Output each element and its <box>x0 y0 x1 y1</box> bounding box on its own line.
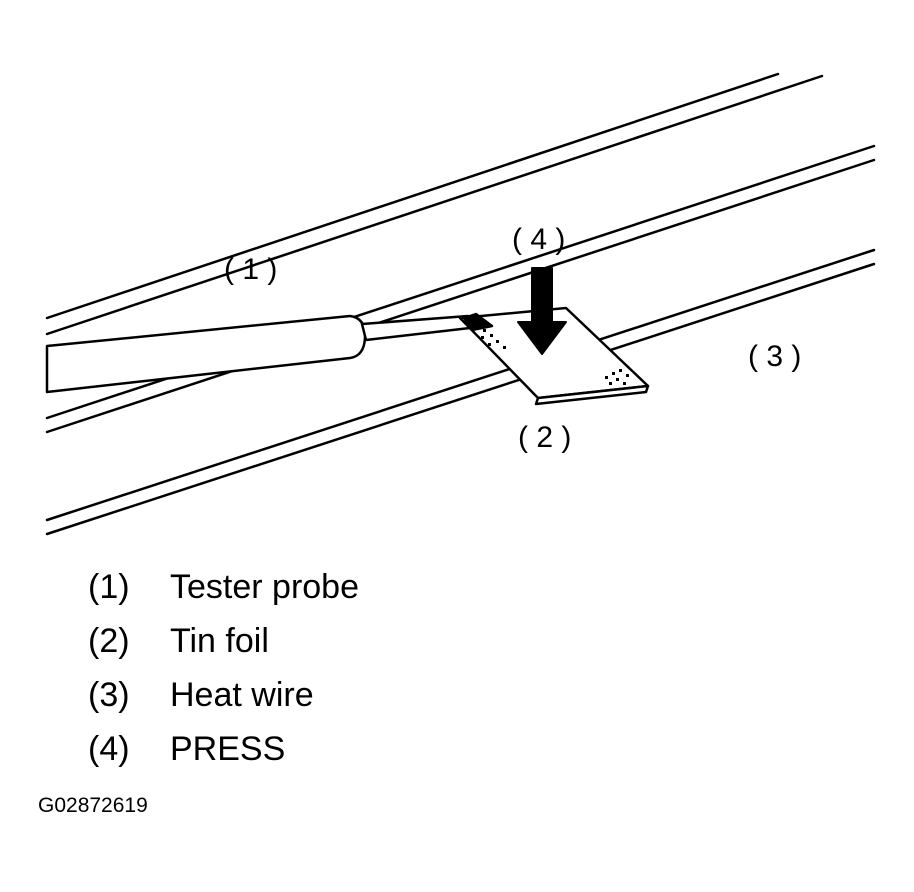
heat-wire-middle <box>45 144 876 434</box>
legend-label: Tester probe <box>170 568 359 606</box>
legend-number: (1) <box>88 568 130 606</box>
legend-number: (4) <box>88 730 130 768</box>
callout-heat-wire: ( 3 ) <box>748 340 801 373</box>
legend-label: Tin foil <box>170 622 269 660</box>
tester-probe <box>45 314 472 394</box>
callout-tin-foil: ( 2 ) <box>518 421 571 454</box>
tin-foil <box>458 306 650 406</box>
figure-id: G02872619 <box>38 794 148 817</box>
heat-wire-bottom <box>45 248 876 536</box>
legend-number: (2) <box>88 622 130 660</box>
legend-label: PRESS <box>170 730 286 768</box>
callout-press: ( 4 ) <box>512 223 565 256</box>
press-arrow <box>517 267 567 355</box>
callout-tester-probe: ( 1 ) <box>224 253 277 286</box>
heat-wire-top <box>45 72 824 336</box>
legend-number: (3) <box>88 676 130 714</box>
foil-texture <box>476 326 629 385</box>
legend-label: Heat wire <box>170 676 314 714</box>
heat-wire-test-diagram: ( 1 ) ( 4 ) ( 3 ) ( 2 ) <box>45 72 876 536</box>
